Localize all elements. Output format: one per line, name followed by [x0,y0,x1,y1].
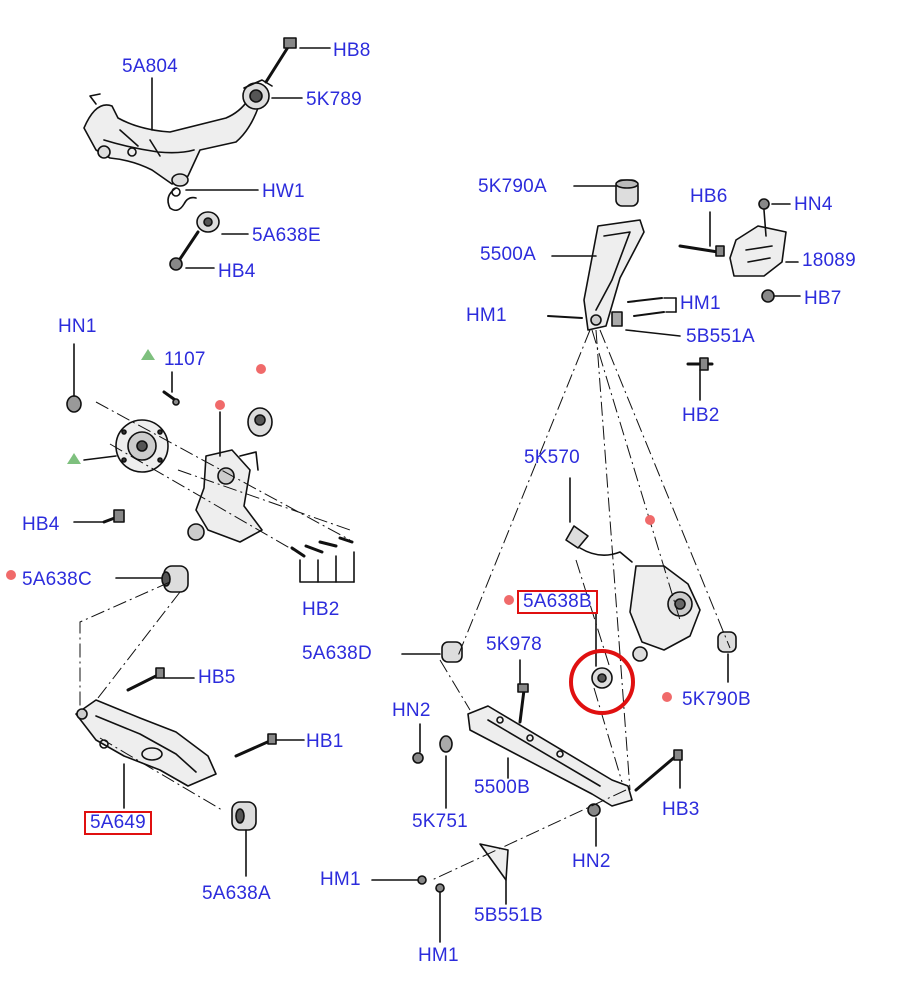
bracket-5b551b [479,843,509,881]
bushing-knuckle-top [247,407,273,437]
new-part-dot-bushing [256,364,266,374]
label-1107: 1107 [164,349,206,370]
label-hw1: HW1 [262,181,305,202]
label-5b551a: 5B551A [686,326,755,347]
nut-hn2-a [412,752,424,764]
triangle-marker-1107 [141,349,155,360]
nut-hn2-b [587,803,601,817]
bolt-hb5 [126,667,165,692]
label-hm1-d: HM1 [418,945,459,966]
upper-control-arm [83,93,259,187]
crossmember-5500b [467,705,633,807]
label-hb3: HB3 [662,799,700,820]
knuckle-right [629,565,701,662]
new-part-dot-5k790b [662,692,672,702]
link-5500a [583,219,645,331]
bracket-18089 [729,225,787,277]
bushing-5a638d [441,641,463,663]
label-5k789: 5K789 [306,89,362,110]
label-18089: 18089 [802,250,856,271]
label-5a638c: 5A638C [22,569,92,590]
label-5b551b: 5B551B [474,905,543,926]
label-hn2-a: HN2 [392,700,431,721]
bushing-5a638c [161,565,189,593]
label-hb2-right: HB2 [682,405,720,426]
new-part-dot-knuckle [215,400,225,410]
new-part-dot-5a638c [6,570,16,580]
bushing-5k790a [615,179,639,207]
bolt-5k751 [439,735,453,753]
label-5500a: 5500A [480,244,536,265]
bushing-5k790b [717,631,737,653]
highlight-circle-5a638b [569,649,635,715]
nut-hn1 [66,395,82,413]
label-5a649: 5A649 [84,811,152,835]
lower-arm-5a649 [75,699,217,787]
bolts-hm1-lower [417,875,445,893]
label-hn4: HN4 [794,194,833,215]
hub-bearing-1107 [115,419,169,473]
bolts-hb2-left [290,536,354,558]
label-hm1-c: HM1 [320,869,361,890]
triangle-marker-hub [67,453,81,464]
label-hb2-left: HB2 [302,599,340,620]
sensor-5k570 [565,525,633,563]
label-hb4-mid: HB4 [22,514,60,535]
label-5k978: 5K978 [486,634,542,655]
bushing-5k789 [242,79,273,110]
label-5500b: 5500B [474,777,530,798]
label-hb1: HB1 [306,731,344,752]
label-5k790b: 5K790B [682,689,751,710]
bolts-hm1-right [547,297,665,327]
bolt-hb6 [678,244,725,257]
label-hm1-a: HM1 [466,305,507,326]
label-5k790a: 5K790A [478,176,547,197]
label-5a638d: 5A638D [302,643,372,664]
bushing-5a638b [591,667,613,689]
label-hb5: HB5 [198,667,236,688]
label-5a638e: 5A638E [252,225,321,246]
bolt-hb2-right [686,357,714,371]
bolt-hb1 [234,733,277,758]
label-hn1: HN1 [58,316,97,337]
bolt-hb7 [761,289,775,303]
label-hn2-b: HN2 [572,851,611,872]
nut-hn4 [758,198,770,237]
wire-hw1 [167,187,197,212]
bolt-hb3 [634,749,683,792]
label-5a638b: 5A638B [517,590,598,614]
label-hb8: HB8 [333,40,371,61]
bolt-hb4-mid [102,509,125,524]
label-hm1-b: HM1 [680,293,721,314]
bolt-1107 [162,390,180,406]
label-5a804: 5A804 [122,56,178,77]
bolt-hb8 [264,37,297,84]
bushing-5a638a [231,801,257,831]
label-5k751: 5K751 [412,811,468,832]
label-hb6: HB6 [690,186,728,207]
label-hb4-top: HB4 [218,261,256,282]
bolt-hb4-top [169,230,200,271]
bolt-5k978 [517,683,529,724]
bushing-5a638e [196,211,220,233]
label-5a638a: 5A638A [202,883,271,904]
new-part-dot-knuckle-right [645,515,655,525]
new-part-dot-5a638b [504,595,514,605]
label-hb7: HB7 [804,288,842,309]
knuckle-left [187,449,263,543]
label-5k570: 5K570 [524,447,580,468]
